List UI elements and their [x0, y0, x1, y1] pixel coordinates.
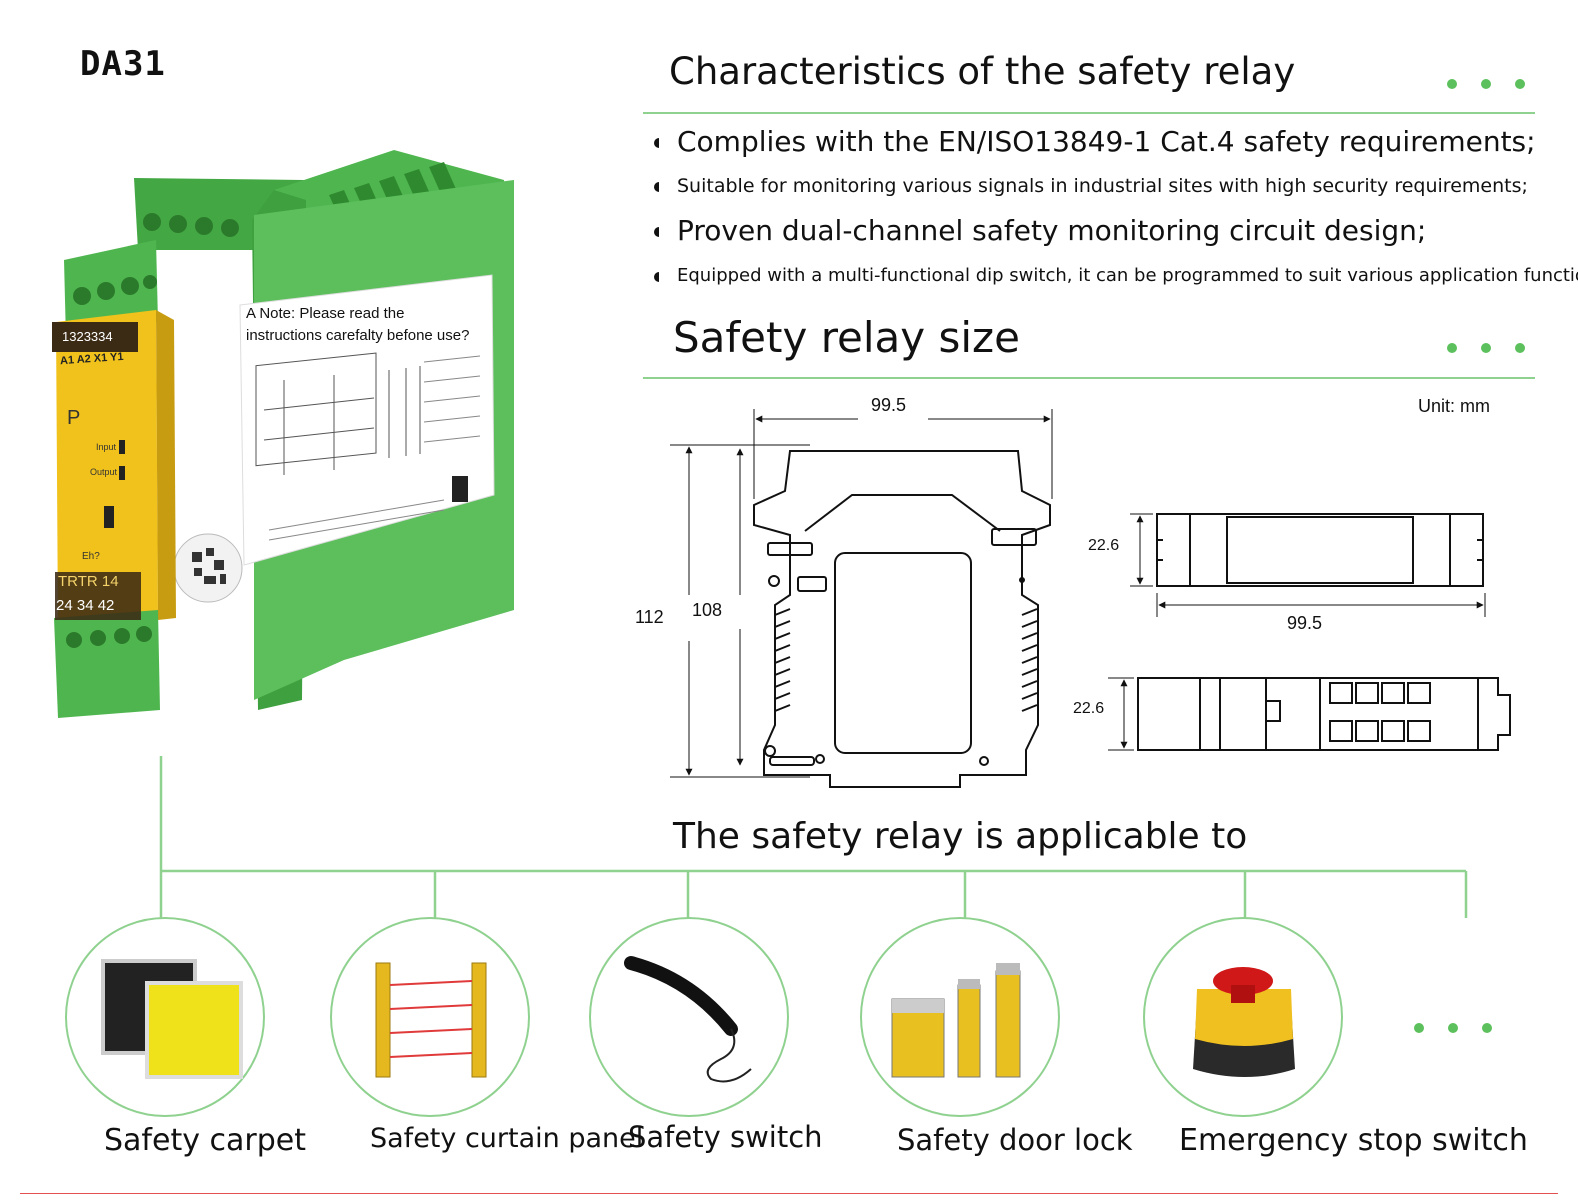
label-circuit-diagram [255, 352, 421, 475]
note-line-1: A Note: Please read the [246, 305, 405, 322]
dim-depth-b: 22.6 [1073, 700, 1105, 717]
eh-label: Eh? [82, 551, 100, 562]
output-label: Output [90, 467, 118, 477]
front-view-outline [670, 409, 1053, 788]
lower-screws [66, 626, 152, 648]
dot-icon [1482, 1023, 1492, 1033]
characteristic-item: Suitable for monitoring various signals … [654, 175, 1528, 197]
input-label: Input [96, 442, 117, 452]
dot-icon [1414, 1023, 1424, 1033]
applications-more-dots [1414, 1023, 1492, 1033]
size-dots [1447, 343, 1525, 353]
dot-icon [1447, 79, 1457, 89]
size-rule [643, 377, 1535, 379]
dim-height-outer: 112 [635, 607, 664, 627]
note-line-2: instructions carefalty befone use? [246, 327, 470, 344]
dot-icon [1481, 343, 1491, 353]
rear-screw-row [143, 213, 239, 237]
dim-depth-a: 22.6 [1088, 537, 1120, 554]
side-view-terminal-cells [1329, 682, 1431, 742]
model-name: DA31 [80, 44, 166, 84]
unit-label: Unit: mm [1418, 396, 1490, 416]
yellow-front-panel [56, 310, 158, 630]
application-label: Safety switch [628, 1120, 823, 1154]
characteristic-item: Proven dual-channel safety monitoring ci… [654, 214, 1426, 247]
characteristics-title: Characteristics of the safety relay [669, 50, 1296, 93]
bottom-terminal-labels-1: TRTR 14 [58, 573, 119, 590]
emergency-stop-icon [1193, 967, 1295, 1077]
size-title: Safety relay size [673, 313, 1020, 362]
badge-text: 1323334 [62, 329, 113, 344]
dimension-drawings [670, 409, 1511, 788]
application-circle-emergency-stop [1143, 917, 1343, 1117]
upper-screws [73, 275, 157, 305]
qr-code-icon [192, 548, 226, 584]
dot-icon [1448, 1023, 1458, 1033]
safety-carpet-icon [101, 959, 243, 1079]
badge-box [52, 322, 138, 352]
dot-icon [1447, 343, 1457, 353]
characteristic-item: Complies with the EN/ISO13849-1 Cat.4 sa… [654, 125, 1536, 158]
application-circle-safety-switch [589, 917, 789, 1117]
qr-sticker [173, 533, 243, 603]
dip-switch-window [452, 476, 468, 502]
front-view-ribs [774, 608, 1038, 712]
bottom-terminal-labels-2: 24 34 42 [56, 597, 115, 614]
face-letter: P [67, 407, 81, 429]
door-lock-icon [891, 963, 1021, 1078]
input-led-icon [119, 440, 125, 454]
application-circle-safety-curtain [330, 917, 530, 1117]
label-text-lines [268, 355, 481, 541]
application-label: Emergency stop switch [1179, 1123, 1528, 1158]
characteristics-rule [643, 112, 1535, 114]
safety-relay-product-image [54, 150, 514, 718]
dim-width-right: 99.5 [1287, 613, 1323, 633]
applications-title: The safety relay is applicable to [673, 816, 1248, 857]
dim-width-top: 99.5 [871, 395, 907, 415]
dot-icon [1481, 79, 1491, 89]
yellow-front-edge [156, 310, 176, 620]
application-label: Safety curtain panel [370, 1123, 644, 1154]
switch-icon [104, 506, 114, 528]
output-led-icon [119, 466, 125, 480]
dot-icon [1515, 343, 1525, 353]
application-label: Safety door lock [897, 1123, 1133, 1157]
dim-height-inner: 108 [692, 600, 723, 620]
safety-edge-switch-icon [624, 956, 752, 1083]
application-circle-safety-door-lock [860, 917, 1060, 1117]
light-curtain-icon [375, 962, 487, 1078]
instruction-label [239, 274, 495, 566]
application-circle-safety-carpet [65, 917, 265, 1117]
bottom-badge-box [55, 572, 141, 620]
dot-icon [1515, 79, 1525, 89]
application-label: Safety carpet [104, 1123, 306, 1158]
characteristic-item: Equipped with a multi-functional dip swi… [654, 265, 1578, 286]
top-view-outline [1130, 513, 1486, 617]
side-view-outline [1108, 677, 1511, 751]
bottom-divider [20, 1193, 1558, 1194]
characteristics-dots [1447, 79, 1525, 89]
